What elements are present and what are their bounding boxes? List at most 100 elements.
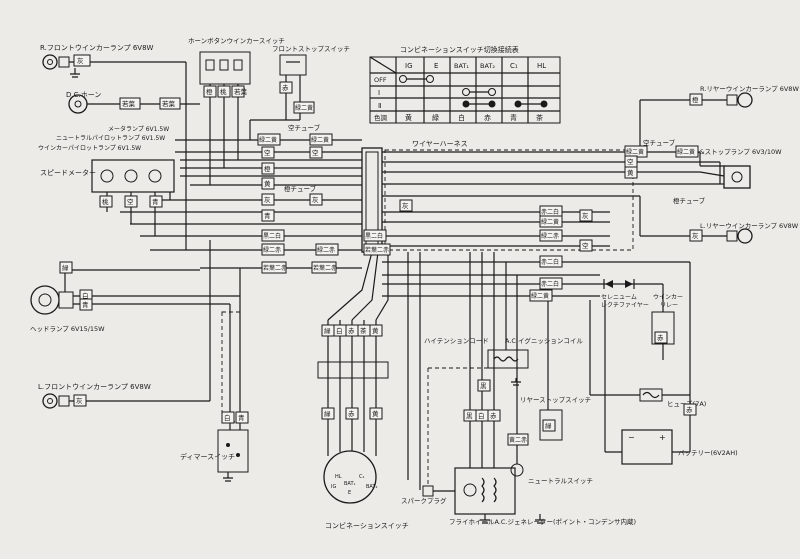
- label-flywheel-generator: フライホイールA.C.ジェネレーター(ポイント・コンデンサ内蔵): [449, 517, 636, 526]
- wire-label: 緑二黄: [541, 218, 559, 226]
- label-selenium-rectifier-1: セレニューム: [601, 294, 637, 301]
- wire-label: 緑二赤: [317, 246, 335, 254]
- combination-switch: [323, 450, 377, 504]
- table-header-ig: IG: [405, 62, 413, 70]
- combo-terminal-bat2: BAT₂: [366, 484, 378, 490]
- headlamp: [30, 285, 60, 315]
- wire-label: 赤: [348, 327, 355, 335]
- label-spark-plug: スパークプラグ: [401, 496, 447, 505]
- wire-label: 白: [478, 411, 485, 420]
- label-winker-relay-1: ウインカー: [653, 293, 683, 301]
- wire-label: 黒二白: [365, 232, 383, 240]
- table-color-ig: 黄: [405, 113, 412, 122]
- label-empty-tube-2: 空チューブ: [643, 138, 676, 147]
- wire-label: 灰: [402, 201, 409, 210]
- harness-envelope: [384, 149, 634, 251]
- horn-winker-switch: [199, 51, 251, 85]
- combo-terminal-ig: IG: [331, 484, 336, 490]
- wire-label: 緑二黄: [295, 104, 313, 112]
- label-neutral-pilot: ニュートラルパイロットランプ 6V1.5W: [56, 135, 165, 142]
- wire-harness: [64, 61, 727, 524]
- wire-label: 赤二白: [541, 258, 559, 266]
- table-title: コンビネーションスイッチ切換接続表: [400, 45, 519, 54]
- label-empty-tube-1: 空チューブ: [288, 123, 321, 132]
- label-wire-harness: ワイヤーハーネス: [412, 140, 468, 148]
- combo-terminal-c1: C₁: [359, 474, 365, 480]
- wire-label: 若葉二赤: [365, 246, 389, 254]
- wire-label: 灰: [692, 231, 699, 240]
- label-dimmer-switch: ディマースイッチ: [180, 452, 235, 461]
- wire-label: 赤二白: [541, 208, 559, 216]
- ignition-coil: [487, 349, 529, 369]
- label-speedometer: スピードメーター: [40, 168, 96, 177]
- label-ac-ignition-coil: A.C.イグニッションコイル: [505, 336, 583, 345]
- label-l-front-winker: L.フロントウインカーランプ 6V8W: [38, 383, 151, 391]
- combo-switch-connector: [317, 361, 389, 379]
- wire-label: 灰: [312, 195, 319, 204]
- wire-label: 白: [224, 413, 231, 422]
- label-high-tension-cord: ハイテンションコード: [424, 337, 489, 345]
- wire-label: 空: [627, 157, 634, 166]
- speedometer: [91, 159, 175, 193]
- wire-label: 赤: [657, 334, 664, 342]
- label-selenium-rectifier-2: レクチファイヤー: [601, 302, 649, 309]
- wire-label: 灰: [582, 211, 589, 220]
- label-l-rear-winker: L.リヤーウインカーランプ 6V8W: [700, 222, 799, 230]
- wire-label: 空: [127, 197, 134, 206]
- wire-label: 緑二黄: [677, 148, 695, 156]
- battery-plus: +: [659, 433, 666, 442]
- table-row-off: OFF: [374, 76, 387, 84]
- wire-label: 桃: [102, 197, 109, 206]
- table-header-hl: HL: [537, 62, 546, 70]
- wire-label: 茶: [360, 326, 367, 335]
- wire-label: 若葉: [234, 87, 248, 96]
- wire-label: 若葉二赤: [263, 264, 287, 272]
- wire-label: 緑: [324, 409, 331, 418]
- table-color-bat2: 赤: [484, 114, 491, 122]
- component-labels: R.フロントウインカーランプ 6V8W ホーンボタンウインカースイッチ フロント…: [30, 36, 799, 530]
- wire-label: 黄: [264, 179, 271, 188]
- table-row-2: Ⅱ: [378, 102, 381, 110]
- wire-label: 空: [264, 148, 271, 157]
- wire-label: 橙: [206, 87, 213, 96]
- wire-label: 若葉二赤: [313, 264, 337, 272]
- label-meter-lamp: メータランプ 6V1.5W: [108, 125, 169, 133]
- wire-label: 緑二黄: [311, 136, 329, 144]
- dimmer-switch: [217, 429, 249, 473]
- label-combination-switch: コンビネーションスイッチ: [325, 521, 409, 530]
- combo-terminal-bat1: BAT₁: [344, 481, 356, 487]
- wire-label: 橙: [264, 164, 271, 173]
- wire-label: 桃: [220, 87, 227, 96]
- wire-label: 空: [312, 148, 319, 157]
- wire-label: 緑: [62, 263, 69, 272]
- devices: HL BAT₁ C₁ IG BAT₂ E − +: [30, 51, 753, 515]
- table-row-1: Ⅰ: [378, 89, 380, 97]
- label-r-front-winker: R.フロントウインカーランプ 6V8W: [40, 44, 154, 52]
- neutral-switch: [510, 463, 524, 477]
- table-color-bat1: 白: [458, 113, 465, 122]
- wire-label: 灰: [77, 56, 84, 65]
- table-header-e: E: [434, 62, 438, 70]
- table-header-bat2: BAT₂: [480, 62, 495, 70]
- wire-label: 青: [264, 211, 271, 220]
- wire-label: 黒: [480, 382, 487, 390]
- wire-label: 若葉: [162, 99, 176, 108]
- combination-switch-table: コンビネーションスイッチ切換接続表 IG E BAT₁ BAT₂ C₁ HL O…: [369, 45, 561, 124]
- wire-label: 緑二赤: [263, 246, 281, 254]
- label-horn-winker-switch: ホーンボタンウインカースイッチ: [188, 36, 285, 45]
- wire-label: 緑二赤: [541, 232, 559, 240]
- label-winker-relay-2: リレー: [660, 302, 678, 309]
- wire-label: 黄: [372, 326, 379, 335]
- wire-label: 白: [336, 326, 343, 335]
- battery-minus: −: [628, 433, 635, 442]
- label-yellow-tube: 橙チューブ: [284, 184, 317, 193]
- wire-label: 赤: [490, 412, 497, 420]
- wire-label: 青: [238, 413, 245, 422]
- wire-label: 黄二赤: [509, 436, 527, 444]
- combo-terminal-hl: HL: [335, 474, 342, 480]
- headlamp-tube: [221, 311, 241, 423]
- wire-label: 緑: [324, 326, 331, 335]
- wire-label: 黒: [466, 412, 473, 420]
